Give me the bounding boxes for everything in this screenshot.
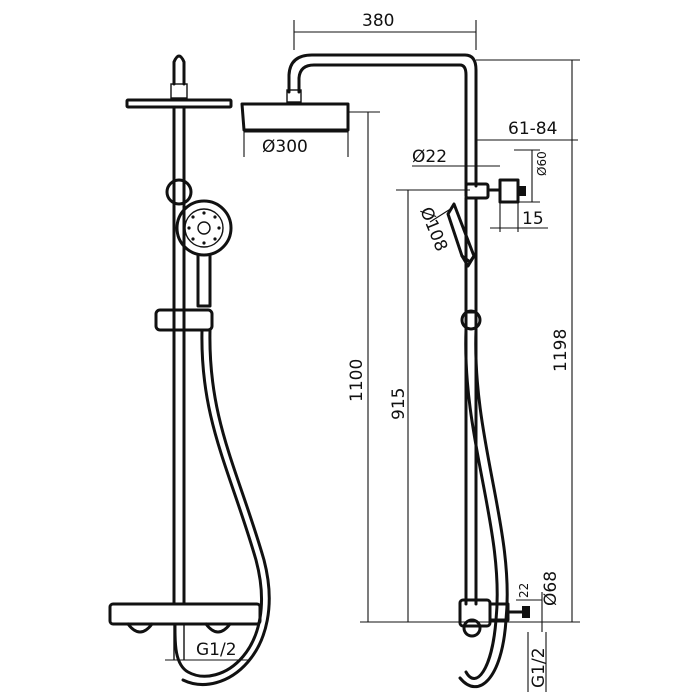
wall-plug	[518, 186, 526, 196]
shower-arm-outer	[287, 53, 478, 188]
inlet-left-label: G1/2	[196, 640, 237, 660]
dim-15-label: 15	[522, 209, 544, 229]
hand-shower-ring	[184, 208, 224, 248]
dim-22-lower-label: 22	[517, 583, 531, 598]
right-elbow	[204, 622, 232, 634]
shower-arm-inner	[297, 63, 468, 188]
side-view	[240, 53, 530, 689]
slide-holder-front	[154, 308, 214, 332]
hand-shower-center	[197, 221, 211, 235]
slide-holder-side	[460, 309, 482, 331]
hand-shower-side	[446, 202, 476, 264]
dim-60-label: Ø60	[535, 151, 549, 176]
dim-1198-label: 1198	[551, 329, 571, 372]
riser-top-bend	[172, 54, 186, 86]
dim-108-leader	[429, 207, 453, 223]
wall-bracket-front	[165, 178, 193, 206]
dim-61-84-label: 61-84	[508, 119, 557, 139]
head-connector	[170, 83, 188, 99]
dim-300-label: Ø300	[262, 137, 308, 157]
hose-side-inner	[458, 328, 509, 689]
arm-head-connector	[286, 89, 302, 103]
front-view: G1/2	[108, 54, 271, 686]
hand-shower-face	[175, 199, 233, 257]
dim-380-label: 380	[362, 11, 394, 31]
mixer-bar-front	[108, 602, 262, 626]
hose-side-outer	[464, 328, 499, 680]
hand-shower-handle	[196, 253, 212, 308]
hand-shower-joint	[460, 254, 476, 268]
mixer-knob	[462, 618, 482, 638]
hand-shower-side-handle	[464, 264, 478, 314]
dim-22-label: Ø22	[412, 147, 447, 167]
hose-inner	[181, 328, 271, 686]
rain-shower-head-side	[240, 102, 350, 132]
dimension-lines: 380 Ø300 61-84 Ø22 Ø60 15 Ø108 1100 915	[243, 11, 580, 692]
wall-plug-lower	[522, 606, 530, 618]
dim-1100-label: 1100	[347, 359, 367, 402]
hand-shower-nozzles	[187, 211, 221, 245]
left-elbow	[126, 622, 154, 634]
dim-915-label: 915	[389, 388, 409, 420]
inlet-right-label: G1/2	[529, 647, 549, 688]
dim-68-label: Ø68	[541, 571, 561, 606]
wall-bracket-side	[498, 178, 520, 204]
rain-shower-head-front	[125, 98, 233, 109]
